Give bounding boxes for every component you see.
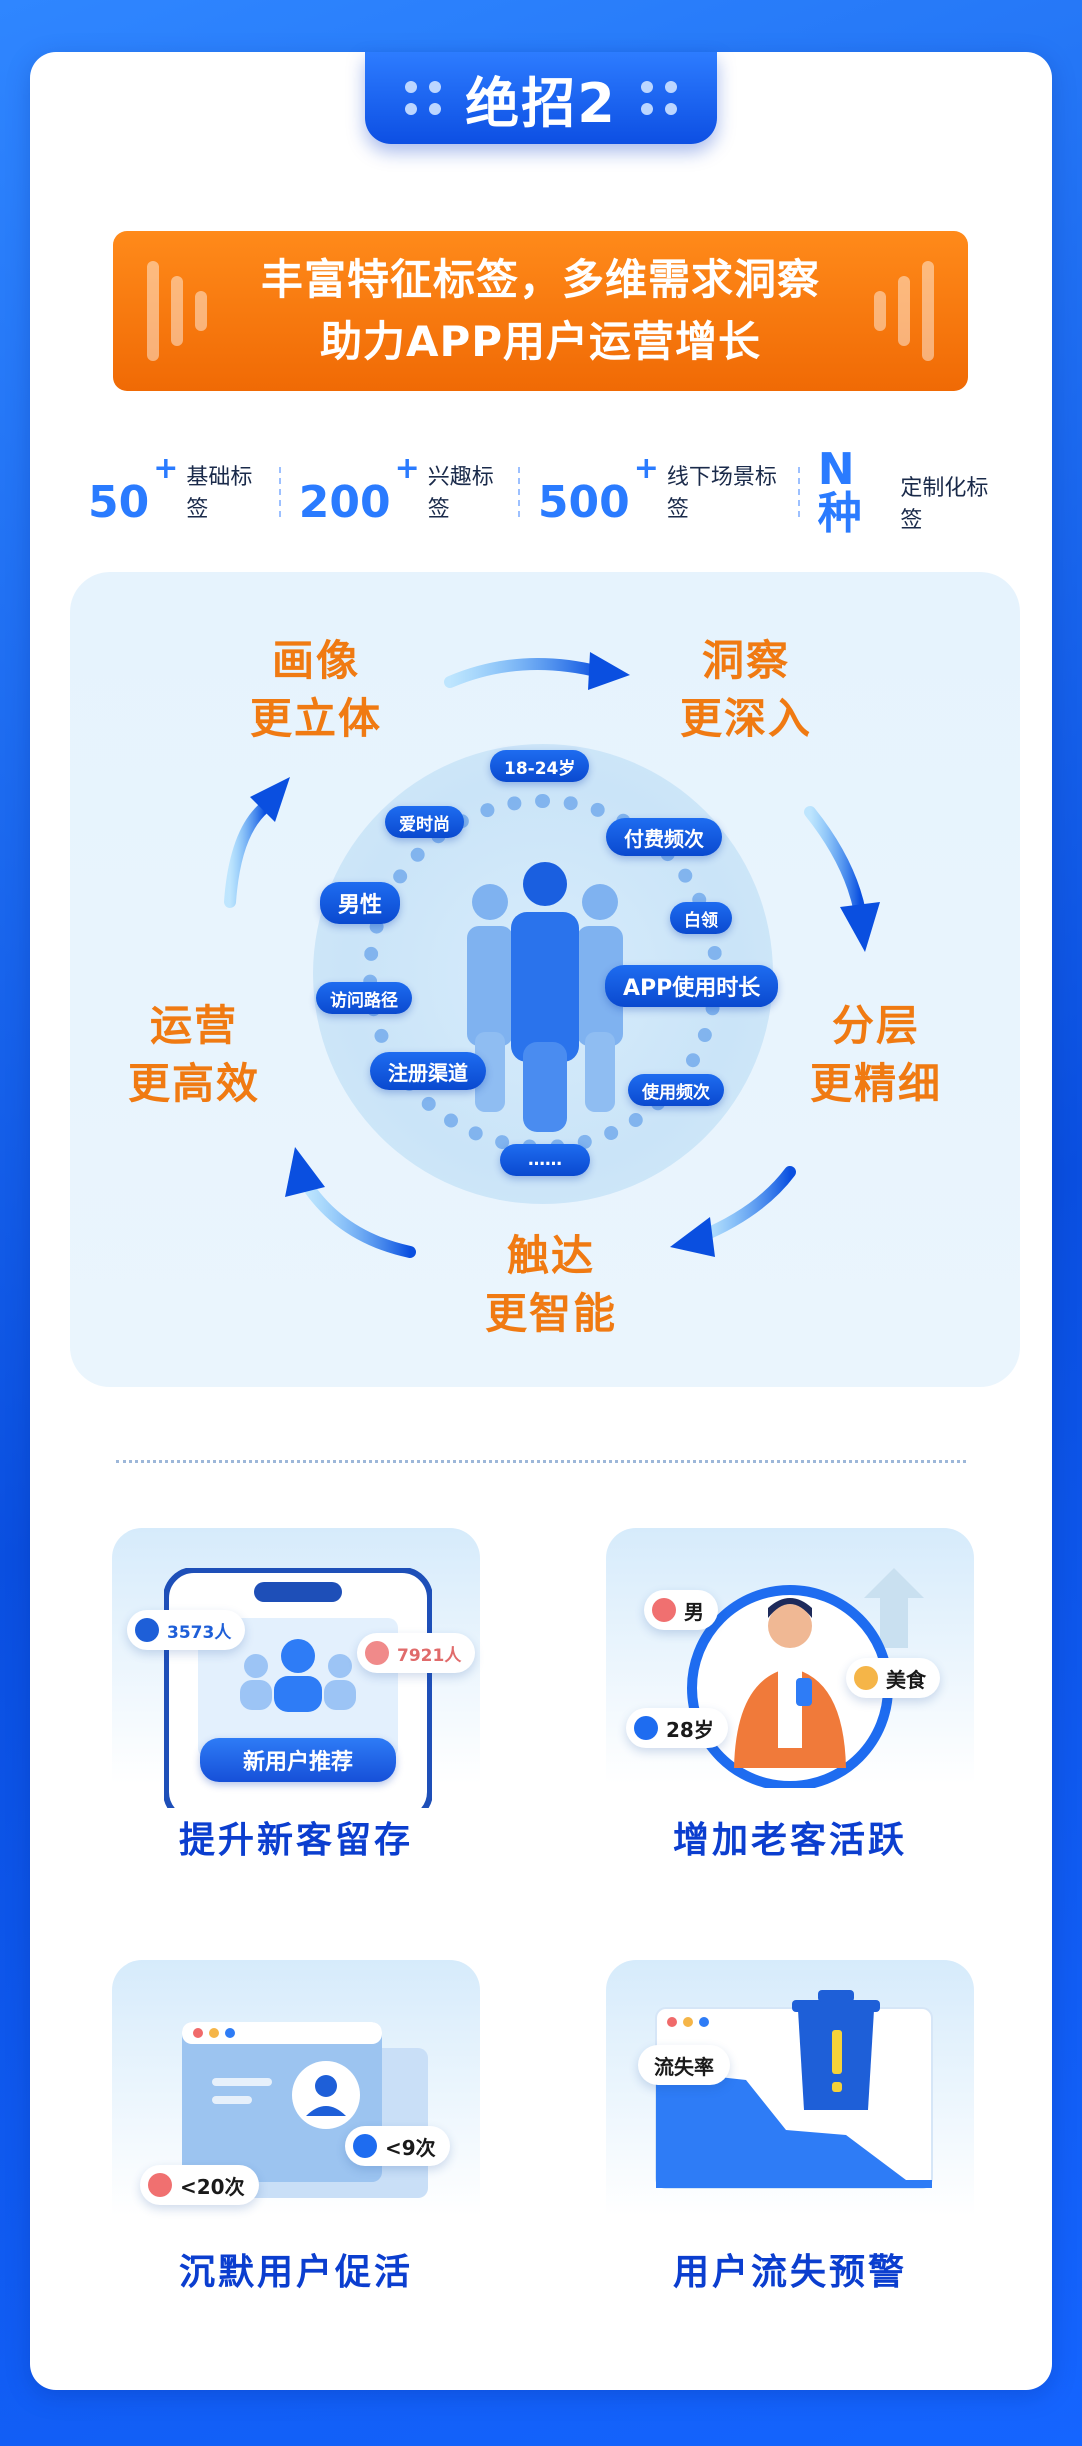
stat-number: 200 bbox=[298, 477, 391, 528]
count-chip-b: 7921人 bbox=[357, 1633, 476, 1673]
tag-pay-frequency: 付费频次 bbox=[606, 818, 722, 856]
stat-label: 线下场景标签 bbox=[666, 465, 777, 522]
tag-app-usage-time: APP使用时长 bbox=[605, 965, 779, 1007]
tag-more: …… bbox=[500, 1144, 590, 1176]
count-chip-a: 3573人 bbox=[127, 1610, 246, 1650]
tag-white-collar: 白领 bbox=[670, 902, 732, 934]
stat-plus: + bbox=[153, 451, 179, 486]
feature-title: 用户流失预警 bbox=[672, 2252, 907, 2293]
headline-banner: 丰富特征标签，多维需求洞察 助力APP用户运营增长 bbox=[113, 231, 968, 391]
tag-use-frequency: 使用频次 bbox=[628, 1074, 724, 1106]
tag-gender-chip: 男 bbox=[644, 1590, 718, 1630]
stat-divider bbox=[797, 467, 800, 517]
tag-age-chip: 28岁 bbox=[626, 1708, 728, 1748]
feature-title: 沉默用户促活 bbox=[178, 2252, 413, 2293]
stat-label: 基础标签 bbox=[186, 465, 253, 522]
user-icon bbox=[365, 1641, 389, 1665]
stat-divider bbox=[517, 467, 520, 517]
dot-icon bbox=[652, 1598, 676, 1622]
feature-title: 提升新客留存 bbox=[178, 1820, 413, 1861]
stat-number: 500 bbox=[537, 477, 630, 528]
count-text: 7921人 bbox=[397, 1645, 462, 1666]
stat-divider bbox=[278, 467, 281, 517]
feature-title: 增加老客活跃 bbox=[672, 1820, 907, 1861]
user-icon bbox=[135, 1618, 159, 1642]
stat-plus: + bbox=[633, 451, 659, 486]
stat-plus: + bbox=[394, 451, 420, 486]
tag-food-chip: 美食 bbox=[846, 1658, 940, 1698]
page-title: 绝招2 bbox=[465, 71, 617, 135]
stat-label: 兴趣标签 bbox=[427, 465, 494, 522]
stat-offline: 500 + 线下场景标签 bbox=[520, 451, 798, 528]
new-user-recommend-button[interactable]: 新用户推荐 bbox=[200, 1738, 396, 1782]
dots-icon bbox=[640, 81, 677, 115]
churn-rate-chip: 流失率 bbox=[638, 2045, 730, 2085]
tag-text: 男 bbox=[684, 1599, 704, 1624]
stat-custom: N种 定制化标签 bbox=[800, 448, 1020, 536]
chat-icon bbox=[353, 2134, 377, 2158]
label-insight: 洞察更深入 bbox=[680, 636, 813, 743]
label-reach: 触达更智能 bbox=[485, 1231, 618, 1338]
dot-icon bbox=[854, 1666, 878, 1690]
phone-call-icon bbox=[148, 2173, 172, 2197]
feature-old-user-activity: 男 美食 28岁 增加老客活跃 bbox=[606, 1528, 974, 1861]
stat-interest: 200 + 兴趣标签 bbox=[281, 451, 518, 528]
dot-icon bbox=[634, 1716, 658, 1740]
feature-silent-user-activation: <9次 <20次 沉默用户促活 bbox=[112, 1960, 480, 2293]
stats-row: 50 + 基础标签 200 + 兴趣标签 500 + 线下场景标签 N种 定制化… bbox=[70, 448, 1020, 536]
tag-text: 28岁 bbox=[666, 1717, 714, 1742]
banner-line-1: 丰富特征标签，多维需求洞察 bbox=[260, 255, 820, 304]
feature-new-user-retention: 3573人 7921人 新用户推荐 提升新客留存 bbox=[112, 1528, 480, 1861]
frequency-chip-b: <20次 bbox=[140, 2165, 259, 2205]
bars-decoration-icon bbox=[147, 261, 207, 361]
churn-chart-icon bbox=[655, 1990, 933, 2189]
tag-visit-path: 访问路径 bbox=[316, 982, 412, 1014]
people-group-icon bbox=[467, 862, 623, 1132]
stat-number: 50 bbox=[88, 477, 150, 528]
tag-age: 18-24岁 bbox=[490, 750, 590, 782]
cycle-diagram: 画像更立体 洞察更深入 分层更精细 触达更智能 运营更高效 18-24岁 爱时尚… bbox=[70, 572, 1020, 1387]
frequency-chip-a: <9次 bbox=[345, 2126, 450, 2166]
label-operation: 运营更高效 bbox=[128, 1001, 261, 1108]
feature-churn-warning: 流失率 用户流失预警 bbox=[606, 1960, 974, 2293]
tag-text: 美食 bbox=[886, 1667, 926, 1692]
tag-register-channel: 注册渠道 bbox=[370, 1052, 486, 1090]
dots-icon bbox=[405, 81, 442, 115]
tag-male: 男性 bbox=[320, 882, 401, 924]
label-portrait: 画像更立体 bbox=[250, 636, 383, 743]
stat-basic: 50 + 基础标签 bbox=[70, 451, 279, 528]
bars-decoration-icon bbox=[874, 261, 934, 361]
tag-text: <9次 bbox=[385, 2135, 436, 2160]
stat-number: N种 bbox=[817, 444, 862, 539]
tag-text: <20次 bbox=[180, 2174, 245, 2199]
section-divider bbox=[116, 1460, 966, 1463]
banner-line-2: 助力APP用户运营增长 bbox=[319, 317, 762, 366]
cycle-arrows-icon bbox=[224, 652, 880, 1258]
stat-label: 定制化标签 bbox=[900, 476, 989, 533]
tag-fashion: 爱时尚 bbox=[385, 806, 464, 838]
count-text: 3573人 bbox=[167, 1622, 232, 1643]
label-layering: 分层更精细 bbox=[810, 1001, 943, 1108]
header-badge: 绝招2 bbox=[365, 52, 717, 144]
